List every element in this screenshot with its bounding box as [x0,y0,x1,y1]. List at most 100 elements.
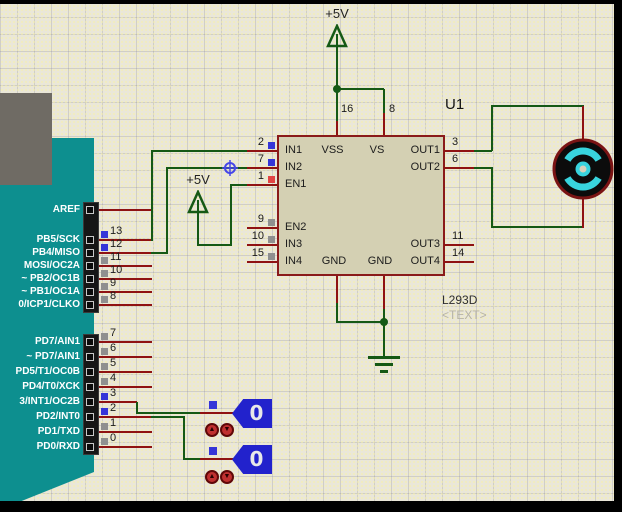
pin-stub[interactable] [99,278,152,280]
pin-stub[interactable] [99,304,152,306]
ic-reference[interactable]: U1 [445,96,465,113]
ic-pin-name: EN1 [285,178,307,190]
pin-stub[interactable] [247,184,277,186]
pin-stub[interactable] [247,261,277,263]
wire-segment[interactable] [183,458,201,460]
wire-segment[interactable] [491,106,493,151]
pin-stub[interactable] [383,276,385,309]
wire-segment[interactable] [336,321,384,323]
ic-pin-in3: 10 [240,231,277,253]
wire-segment[interactable] [383,89,385,113]
pin-stub[interactable] [247,227,277,229]
wire-segment[interactable] [458,150,492,152]
pin-stub[interactable] [336,121,338,136]
wire-segment[interactable] [197,244,232,246]
toggle-down-button[interactable]: ▼ [220,470,234,484]
wire-segment[interactable] [491,167,493,228]
ic-pin-name: OUT2 [410,161,440,173]
power-arrow-icon[interactable] [325,24,349,48]
ic-pin-name: IN4 [285,255,303,267]
wire-segment[interactable] [230,185,232,246]
pin-socket [86,249,94,257]
ic-pin-out4: 14 [444,248,478,270]
pin-number: 3 [452,136,459,148]
wire-segment[interactable] [166,167,251,169]
pin-stub[interactable] [200,412,233,414]
pin-stub[interactable] [99,239,152,241]
toggle-down-button[interactable]: ▼ [220,423,234,437]
logicstate-1[interactable]: 0 [232,399,272,428]
ic-l293d[interactable] [277,135,445,276]
logic-level-indicator [101,438,108,445]
dc-motor[interactable] [550,136,616,202]
wire-segment[interactable] [151,252,168,254]
pin-stub[interactable] [99,446,152,448]
pin-stub[interactable] [582,106,584,140]
pin-stub[interactable] [99,252,152,254]
wire-segment[interactable] [383,309,385,322]
wire-segment[interactable] [491,226,584,228]
wire-segment[interactable] [151,151,153,241]
pin-stub[interactable] [383,113,385,136]
pin-stub[interactable] [582,198,584,228]
pin-stub[interactable] [99,386,152,388]
pin-stub[interactable] [336,276,338,303]
pin-socket [86,353,94,361]
pin-number: 4 [110,372,117,384]
window-edge-bottom [0,501,622,512]
wire-segment[interactable] [491,105,584,107]
wire-segment[interactable] [136,402,138,414]
ic-pin-name: GND [367,255,393,267]
power-arrow-icon[interactable] [186,190,210,214]
window-edge-right [614,0,622,512]
pin-stub[interactable] [99,341,152,343]
pin-stub[interactable] [99,356,152,358]
pin-stub[interactable] [99,265,152,267]
pin-stub[interactable] [444,244,474,246]
wire-segment[interactable] [136,412,201,414]
pin-number: 11 [110,251,122,263]
pin-stub[interactable] [99,371,152,373]
wire-segment[interactable] [166,168,168,254]
wire-segment[interactable] [151,416,184,418]
ground-symbol [380,370,388,373]
wire-segment[interactable] [336,47,338,121]
ic-pin-name: VS [369,144,385,156]
logic-level-indicator [101,363,108,370]
ic-pin-in1: 2 [240,137,277,159]
pin-stub[interactable] [99,431,152,433]
pin-stub[interactable] [99,209,152,211]
pin-stub[interactable] [99,291,152,293]
ground-symbol[interactable] [368,356,400,359]
wire-segment[interactable] [183,416,185,460]
pin-stub[interactable] [444,167,474,169]
logicstate-2[interactable]: 0 [232,445,272,474]
pin-stub[interactable] [247,150,277,152]
wire-segment[interactable] [151,150,249,152]
pin-socket [86,368,94,376]
pin-stub[interactable] [247,244,277,246]
pin-stub[interactable] [247,167,277,169]
toggle-up-button[interactable]: ▲ [205,423,219,437]
ic-pin-name: OUT1 [410,144,440,156]
logic-level-indicator [209,401,217,409]
arduino-board[interactable] [0,138,94,501]
pin-stub[interactable] [444,150,474,152]
pin-stub[interactable] [444,261,474,263]
ic-pin-name: VSS [321,144,344,156]
wire-segment[interactable] [336,303,338,323]
pin-label: MOSI/OC2A [23,260,80,271]
usb-connector [0,93,52,185]
logic-level-indicator [268,176,275,183]
wire-segment[interactable] [336,88,384,90]
pin-stub[interactable] [99,416,152,418]
wire-segment[interactable] [383,322,385,357]
wire-segment[interactable] [458,167,492,169]
wire-segment[interactable] [197,213,199,246]
pin-stub[interactable] [200,458,233,460]
wire-segment[interactable] [230,184,250,186]
toggle-up-button[interactable]: ▲ [205,470,219,484]
pin-stub[interactable] [99,401,137,403]
ic-part-label[interactable]: L293D [442,293,478,307]
